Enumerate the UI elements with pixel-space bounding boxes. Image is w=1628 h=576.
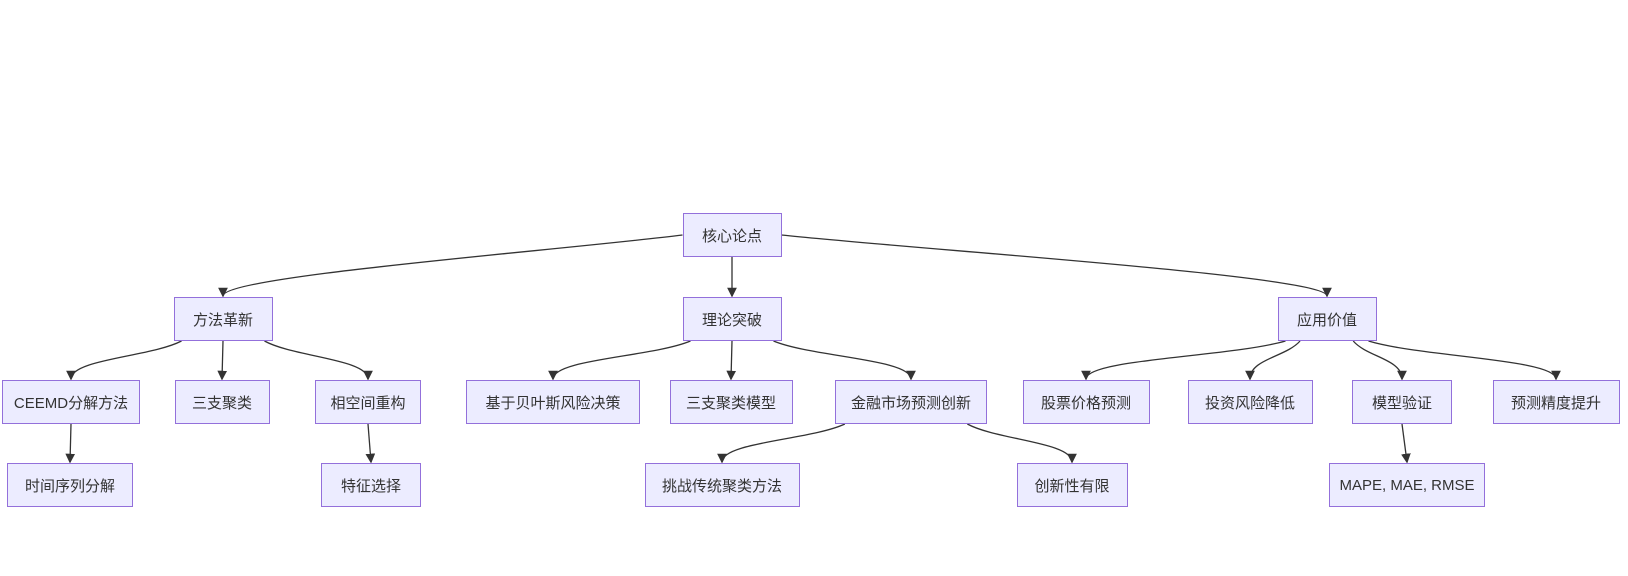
edge-theory-breakthrough-bayesian-risk-decision xyxy=(548,340,691,381)
node-core-thesis: 核心论点 xyxy=(682,213,782,257)
node-label: 相空间重构 xyxy=(330,394,406,412)
node-label: 股票价格预测 xyxy=(1040,394,1131,412)
node-label: CEEMD分解方法 xyxy=(13,394,129,412)
node-label: 方法革新 xyxy=(192,311,253,329)
edge-method-innovation-three-way-clustering xyxy=(217,340,228,381)
node-label: 金融市场预测创新 xyxy=(850,394,971,412)
node-label: 特征选择 xyxy=(340,477,401,495)
node-label: 挑战传统聚类方法 xyxy=(661,477,782,495)
node-theory-breakthrough: 理论突破 xyxy=(682,297,782,341)
node-ceemd-decomposition: CEEMD分解方法 xyxy=(2,380,140,424)
node-label: 创新性有限 xyxy=(1034,477,1110,495)
node-label: 预测精度提升 xyxy=(1510,394,1601,412)
edge-financial-market-forecast-innovation-limited-novelty xyxy=(967,423,1077,464)
edge-application-value-model-validation xyxy=(1352,340,1407,381)
node-phase-space-reconstruction: 相空间重构 xyxy=(315,380,421,424)
edge-phase-space-reconstruction-feature-selection xyxy=(365,423,376,464)
edge-financial-market-forecast-innovation-challenge-traditional-clustering xyxy=(717,423,846,464)
edge-core-thesis-method-innovation xyxy=(218,234,683,298)
node-label: 核心论点 xyxy=(701,227,762,245)
node-label: 理论突破 xyxy=(701,311,762,329)
node-label: 应用价值 xyxy=(1296,311,1357,329)
node-application-value: 应用价值 xyxy=(1277,297,1377,341)
node-investment-risk-reduction: 投资风险降低 xyxy=(1187,380,1313,424)
node-feature-selection: 特征选择 xyxy=(321,463,421,507)
edge-theory-breakthrough-three-way-clustering-model xyxy=(726,340,737,381)
node-forecast-accuracy-improvement: 预测精度提升 xyxy=(1492,380,1620,424)
node-label: 投资风险降低 xyxy=(1204,394,1295,412)
node-method-innovation: 方法革新 xyxy=(173,297,273,341)
node-time-series-decomposition: 时间序列分解 xyxy=(7,463,133,507)
edge-application-value-stock-price-prediction xyxy=(1081,340,1286,381)
node-label: 模型验证 xyxy=(1371,394,1432,412)
node-financial-market-forecast-innovation: 金融市场预测创新 xyxy=(835,380,987,424)
edge-core-thesis-application-value xyxy=(781,234,1332,298)
node-label: 三支聚类模型 xyxy=(685,394,776,412)
edge-application-value-forecast-accuracy-improvement xyxy=(1368,340,1561,381)
node-label: 基于贝叶斯风险决策 xyxy=(485,394,621,412)
edge-application-value-investment-risk-reduction xyxy=(1245,340,1301,381)
node-model-validation: 模型验证 xyxy=(1352,380,1452,424)
node-bayesian-risk-decision: 基于贝叶斯风险决策 xyxy=(466,380,640,424)
node-challenge-traditional-clustering: 挑战传统聚类方法 xyxy=(644,463,800,507)
node-three-way-clustering-model: 三支聚类模型 xyxy=(669,380,793,424)
edge-model-validation-evaluation-metrics xyxy=(1401,423,1411,464)
node-evaluation-metrics: MAPE, MAE, RMSE xyxy=(1329,463,1485,507)
node-label: 时间序列分解 xyxy=(24,477,115,495)
edge-ceemd-decomposition-time-series-decomposition xyxy=(65,423,76,464)
node-label: 三支聚类 xyxy=(191,394,252,412)
node-stock-price-prediction: 股票价格预测 xyxy=(1022,380,1150,424)
edge-method-innovation-phase-space-reconstruction xyxy=(264,340,373,381)
edge-theory-breakthrough-financial-market-forecast-innovation xyxy=(773,340,916,381)
node-label: MAPE, MAE, RMSE xyxy=(1339,476,1475,494)
node-three-way-clustering: 三支聚类 xyxy=(174,380,270,424)
edge-method-innovation-ceemd-decomposition xyxy=(66,340,182,381)
node-limited-novelty: 创新性有限 xyxy=(1016,463,1128,507)
